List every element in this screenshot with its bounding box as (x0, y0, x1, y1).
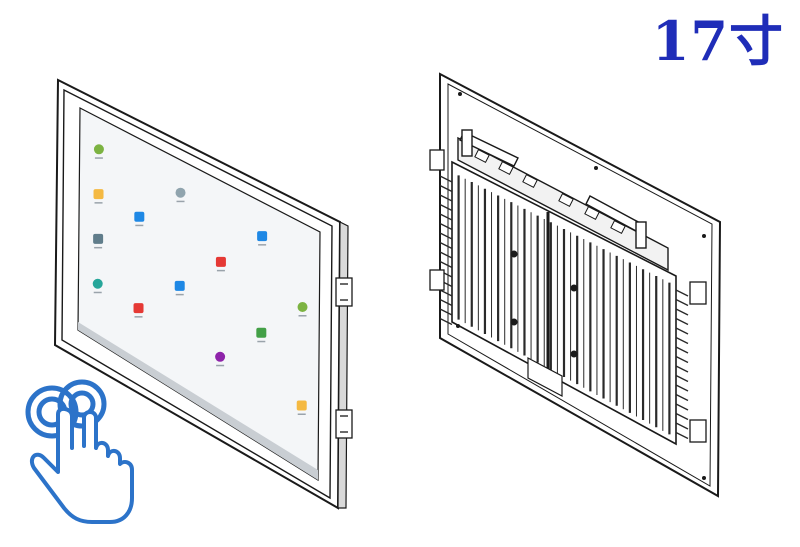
rear-screw-marks (510, 250, 578, 358)
heatsink-side-rib (675, 431, 689, 440)
heatsink-side-rib (675, 327, 689, 335)
front-panel (53, 78, 353, 510)
clock-icon (257, 231, 268, 246)
email-icon (174, 280, 185, 296)
heatsink-side-rib (439, 184, 453, 193)
heatsink-side-rib (675, 317, 689, 326)
heatsink-side-rib (675, 393, 689, 402)
heatsink-side-rib (439, 213, 453, 221)
hand-outline (29, 407, 134, 524)
settings-icon (93, 233, 104, 249)
heatsink-side-rib (439, 203, 453, 212)
heatsink-side-rib (675, 412, 689, 421)
rear-io-ports (474, 149, 626, 234)
heatsink-side-rib (439, 298, 453, 307)
rear-label-plate (527, 357, 563, 397)
rear-mount-clips (429, 149, 707, 443)
heatsink-side-rib (675, 298, 689, 307)
front-mount-brackets (335, 277, 353, 439)
heatsink-side-rib (439, 317, 453, 326)
rear-panel (429, 72, 722, 498)
heatsink-side-rib (439, 194, 453, 202)
heatsink-side-rib (675, 365, 689, 373)
rear-heatsink-fins (439, 175, 689, 440)
heatsink-side-rib (439, 232, 453, 240)
folder-icon (93, 189, 104, 204)
heatsink-side-rib (439, 289, 453, 297)
music-icon (133, 303, 144, 318)
heatsink-side-rib (675, 403, 689, 411)
front-screen-taskbar (78, 322, 318, 480)
heatsink-side-rib (675, 308, 689, 316)
heatsink-side-rib (439, 260, 453, 269)
gallery-icon (215, 351, 226, 367)
heatsink-side-rib (439, 251, 453, 259)
heatsink-side-rib (675, 289, 689, 297)
heatsink-side-rib (675, 336, 689, 345)
touch-ripples-icon (25, 379, 107, 439)
heatsink-side-rib (675, 346, 689, 354)
heatsink-side-rib (675, 384, 689, 392)
heatsink-side-rib (675, 422, 689, 430)
heatsink-side-rib (439, 308, 453, 316)
search-icon (175, 187, 186, 203)
front-panel-side (337, 221, 349, 509)
multi-touch-hand-icon (25, 379, 134, 524)
folder-icon (296, 400, 307, 415)
camera-icon (92, 278, 103, 294)
heatsink-side-rib (675, 374, 689, 383)
screen-app-icons (92, 144, 308, 415)
rear-handles (459, 129, 647, 249)
heatsink-side-rib (439, 222, 453, 231)
android-green-icon (93, 144, 104, 159)
android-green-icon (297, 302, 308, 317)
heatsink-side-rib (439, 241, 453, 250)
heatsink-side-rib (675, 355, 689, 364)
screen-size-label: 17寸 (651, 9, 784, 73)
rear-plate-screws (456, 92, 706, 480)
browser-icon (134, 211, 145, 227)
download-icon (215, 256, 226, 272)
heatsink-side-rib (439, 175, 453, 183)
contacts-icon (256, 327, 267, 343)
